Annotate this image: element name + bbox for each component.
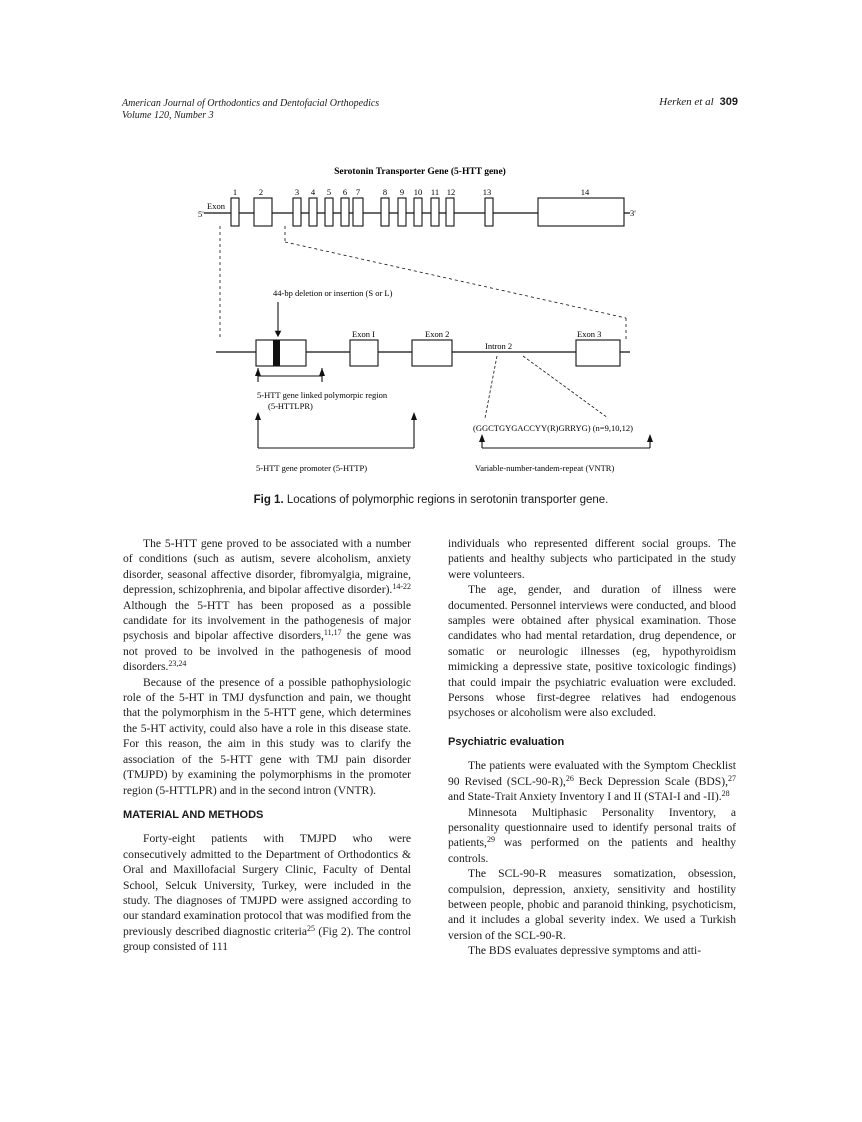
- citation: 11,17: [323, 628, 342, 638]
- caption-text: Locations of polymorphic regions in sero…: [283, 494, 609, 506]
- text-run: was performed on the patients and health…: [448, 836, 736, 865]
- figure-caption: Fig 1. Locations of polymorphic regions …: [0, 494, 862, 506]
- httlpr-label-2: (5-HTTLPR): [268, 401, 313, 411]
- paragraph: Forty-eight patients with TMJPD who were…: [123, 831, 411, 954]
- right-column: individuals who represented different so…: [448, 536, 736, 959]
- left-column: The 5-HTT gene proved to be associated w…: [123, 536, 411, 955]
- exon-number-8: 8: [383, 187, 387, 197]
- journal-title: American Journal of Orthodontics and Den…: [122, 98, 380, 109]
- exon-12: [445, 197, 455, 227]
- exon-11: [430, 197, 440, 227]
- exon-numbers: 1 2 3 4 5 6 7 8 9 10 11 12 13 14: [233, 187, 590, 197]
- citation: 14-22: [392, 582, 411, 592]
- exon-3: [292, 197, 302, 227]
- five-prime-label: 5': [198, 209, 204, 219]
- gene-diagram: Serotonin Transporter Gene (5-HTT gene) …: [198, 166, 653, 473]
- text-run: (Fig 2). The control group consisted of …: [123, 924, 411, 954]
- exon-14: [537, 197, 625, 227]
- exon-number-1: 1: [233, 187, 237, 197]
- citation: 23,24: [168, 659, 187, 669]
- exon-2-box: [411, 339, 453, 367]
- exon-number-6: 6: [343, 187, 347, 197]
- exon-number-9: 9: [400, 187, 404, 197]
- exon-label: Exon: [207, 201, 226, 211]
- text-run: and State-Trait Anxiety Inventory I and …: [448, 790, 722, 804]
- zoom-boxes: [255, 339, 621, 367]
- exon-number-14: 14: [581, 187, 590, 197]
- exon-number-4: 4: [311, 187, 316, 197]
- exon-7: [352, 197, 364, 227]
- promoter-label: 5-HTT gene promoter (5-HTTP): [256, 463, 367, 473]
- exon-number-3: 3: [295, 187, 299, 197]
- text-run: Forty-eight patients with TMJPD who were…: [123, 832, 411, 938]
- citation: 25: [306, 923, 315, 933]
- vntr-connectors: [484, 355, 609, 419]
- vntr-arrow-left: [479, 434, 485, 442]
- promoter-box: [255, 339, 307, 367]
- section-heading-methods: MATERIAL AND METHODS: [123, 808, 264, 821]
- section-heading-psychiatric: Psychiatric evaluation: [448, 735, 565, 748]
- paragraph: individuals who represented different so…: [448, 537, 736, 581]
- text-run: Beck Depression Scale (BDS),: [573, 774, 728, 788]
- vntr-sequence: (GGCTGYGACCYY(R)GRRYG) (n=9,10,12): [473, 423, 633, 433]
- citation: 28: [721, 789, 730, 799]
- exon-number-11: 11: [431, 187, 439, 197]
- text-run: the gene was not proved to be involved i…: [123, 629, 412, 674]
- exon-10: [413, 197, 423, 227]
- paragraph: The age, gender, and duration of illness…: [448, 583, 736, 720]
- paragraph: Minnesota Multiphasic Personality Invent…: [448, 805, 736, 867]
- citation: 27: [728, 773, 736, 783]
- exon-number-7: 7: [356, 187, 360, 197]
- promoter-arrow-right: [411, 412, 417, 420]
- text-run: Although the 5-HTT has been proposed as …: [123, 598, 411, 643]
- paragraph: The SCL-90-R measures somatization, obse…: [448, 867, 736, 942]
- exon-8: [380, 197, 390, 227]
- citation: 26: [565, 773, 574, 783]
- exon-number-10: 10: [414, 187, 423, 197]
- exon-i-box: [349, 339, 379, 367]
- paragraph: The patients were evaluated with the Sym…: [448, 758, 736, 804]
- exon-4: [308, 197, 318, 227]
- exon-13: [484, 197, 494, 227]
- deletion-marker: [273, 340, 280, 366]
- exon-2: [253, 197, 273, 227]
- paragraph: Because of the presence of a possible pa…: [123, 675, 411, 797]
- promoter-arrow-left: [255, 412, 261, 420]
- journal-volume: Volume 120, Number 3: [122, 110, 214, 121]
- vntr-label: Variable-number-tandem-repeat (VNTR): [475, 463, 614, 473]
- exon-number-12: 12: [447, 187, 456, 197]
- httlpr-label-1: 5-HTT gene linked polymorpic region: [257, 390, 388, 400]
- figure-title: Serotonin Transporter Gene (5-HTT gene): [334, 166, 506, 177]
- exon-3-box: [575, 339, 621, 367]
- page-number: 309: [719, 96, 738, 108]
- exon-5: [324, 197, 334, 227]
- deletion-label: 44-bp deletion or insertion (S or L): [273, 288, 393, 298]
- exon-1: [230, 197, 240, 227]
- exon-boxes: [230, 197, 625, 227]
- text-run: Minnesota Multiphasic Personality Invent…: [448, 805, 736, 850]
- text-run: The 5-HTT gene proved to be associated w…: [123, 537, 411, 597]
- exon-9: [397, 197, 407, 227]
- text-run: The patients were evaluated with the Sym…: [448, 759, 736, 788]
- vntr-arrow-right: [647, 434, 653, 442]
- author-line: Herken et al: [659, 96, 714, 108]
- caption-label: Fig 1.: [253, 494, 284, 506]
- three-prime-label: 3': [630, 208, 636, 218]
- running-header-authors: Herken et al 309: [659, 96, 738, 108]
- exon-6: [340, 197, 350, 227]
- exon-3-label: Exon 3: [577, 329, 601, 339]
- exon-number-5: 5: [327, 187, 331, 197]
- citation: 29: [486, 835, 495, 845]
- exon-number-2: 2: [259, 187, 263, 197]
- intron-2-label: Intron 2: [485, 341, 512, 351]
- running-header-journal: American Journal of Orthodontics and Den…: [122, 98, 379, 122]
- exon-2-label: Exon 2: [425, 329, 449, 339]
- exon-i-label: Exon I: [352, 329, 375, 339]
- paragraph: The BDS evaluates depressive symptoms an…: [468, 944, 702, 958]
- paragraph: The 5-HTT gene proved to be associated w…: [123, 536, 411, 675]
- zoom-connectors: [219, 226, 627, 340]
- exon-number-13: 13: [483, 187, 492, 197]
